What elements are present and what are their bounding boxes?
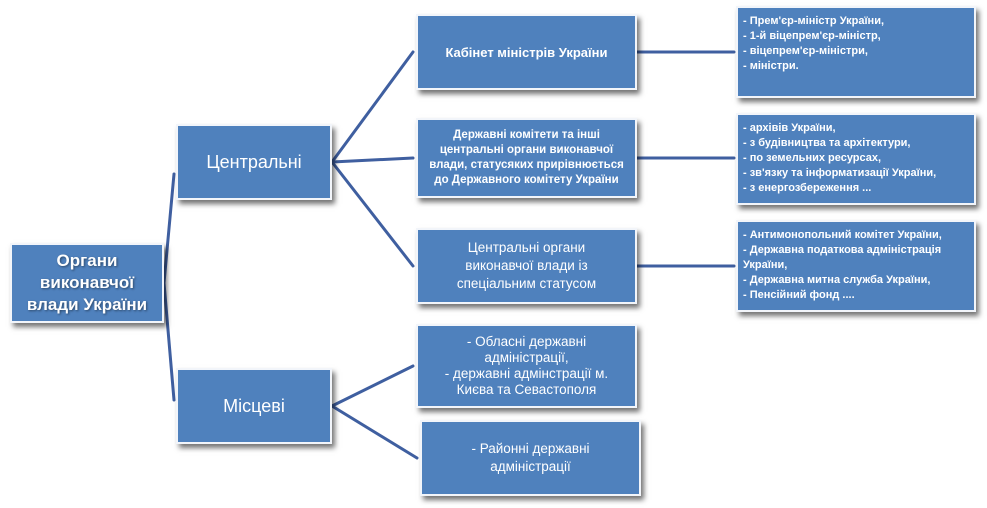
- connector-central-committees: [330, 156, 415, 164]
- district-administrations-node: - Районні державні адміністрації: [420, 420, 641, 496]
- cabinet-members-list: - Прем'єр-міністр України, - 1-й віцепре…: [736, 6, 976, 98]
- connector-local-regional: [330, 364, 415, 408]
- state-committees-node: Державні комітети та інші центральні орг…: [416, 118, 637, 198]
- connector-root-central: [162, 172, 176, 285]
- cabinet-of-ministers-node: Кабінет міністрів України: [416, 14, 637, 90]
- connector-central-cabinet: [330, 50, 415, 164]
- regional-administrations-node: - Обласні державні адміністрації, - держ…: [416, 324, 637, 408]
- connector-local-district: [330, 404, 419, 460]
- connector-root-local: [162, 281, 176, 402]
- connector-central-special: [330, 160, 415, 268]
- root-node-executive-bodies: Органи виконавчої влади України: [10, 243, 164, 323]
- state-committees-list: - архівів України, - з будівництва та ар…: [736, 113, 976, 205]
- central-node: Центральні: [176, 124, 332, 200]
- special-status-bodies-node: Центральні органи виконавчої влади із сп…: [416, 228, 637, 304]
- special-status-bodies-list: - Антимонопольний комітет України, - Дер…: [736, 220, 976, 312]
- local-node: Місцеві: [176, 368, 332, 444]
